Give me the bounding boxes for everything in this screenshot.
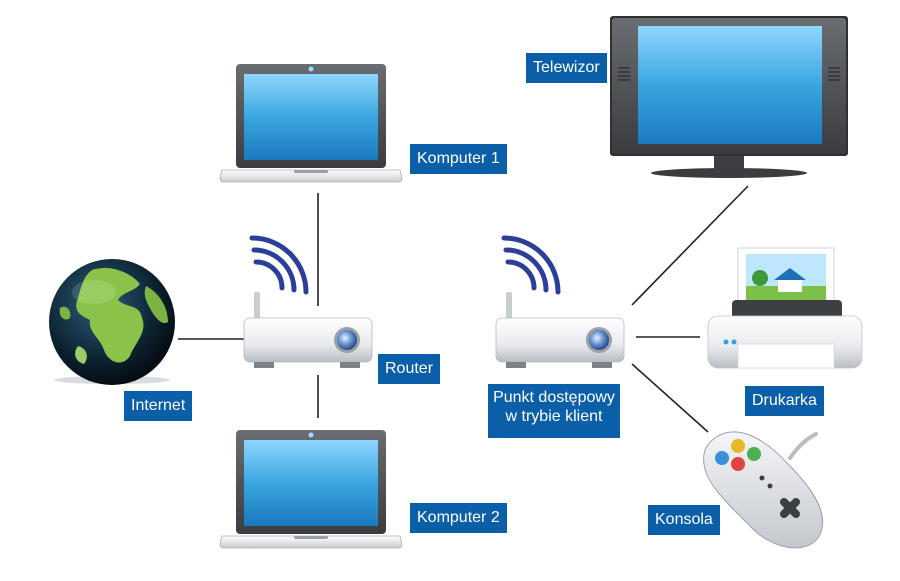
printer-icon	[707, 247, 863, 369]
laptop-icon	[219, 430, 403, 549]
line-ap-tv	[631, 185, 749, 306]
label-komputer-1: Komputer 1	[410, 144, 507, 174]
label-telewizor: Telewizor	[526, 53, 607, 83]
gamepad-icon	[703, 431, 824, 549]
tv-icon	[610, 16, 848, 178]
laptop-icon	[219, 64, 403, 183]
wifi-signal-icon	[249, 235, 309, 295]
label-punkt-dostepowy: Punkt dostępowy w trybie klient	[488, 384, 620, 438]
globe-icon	[49, 259, 175, 385]
label-komputer-2: Komputer 2	[410, 503, 507, 533]
label-konsola: Konsola	[648, 505, 720, 535]
label-internet: Internet	[124, 391, 193, 421]
label-router: Router	[378, 354, 441, 384]
wifi-signal-icon	[501, 235, 561, 295]
connection-lines	[178, 185, 749, 433]
label-drukarka: Drukarka	[745, 386, 824, 416]
router-icon	[243, 235, 373, 368]
label-punkt-line-2: w trybie klient	[505, 408, 603, 425]
access-point-icon	[495, 235, 625, 368]
label-punkt-line-1: Punkt dostępowy	[493, 389, 615, 406]
line-ap-console	[631, 363, 709, 433]
